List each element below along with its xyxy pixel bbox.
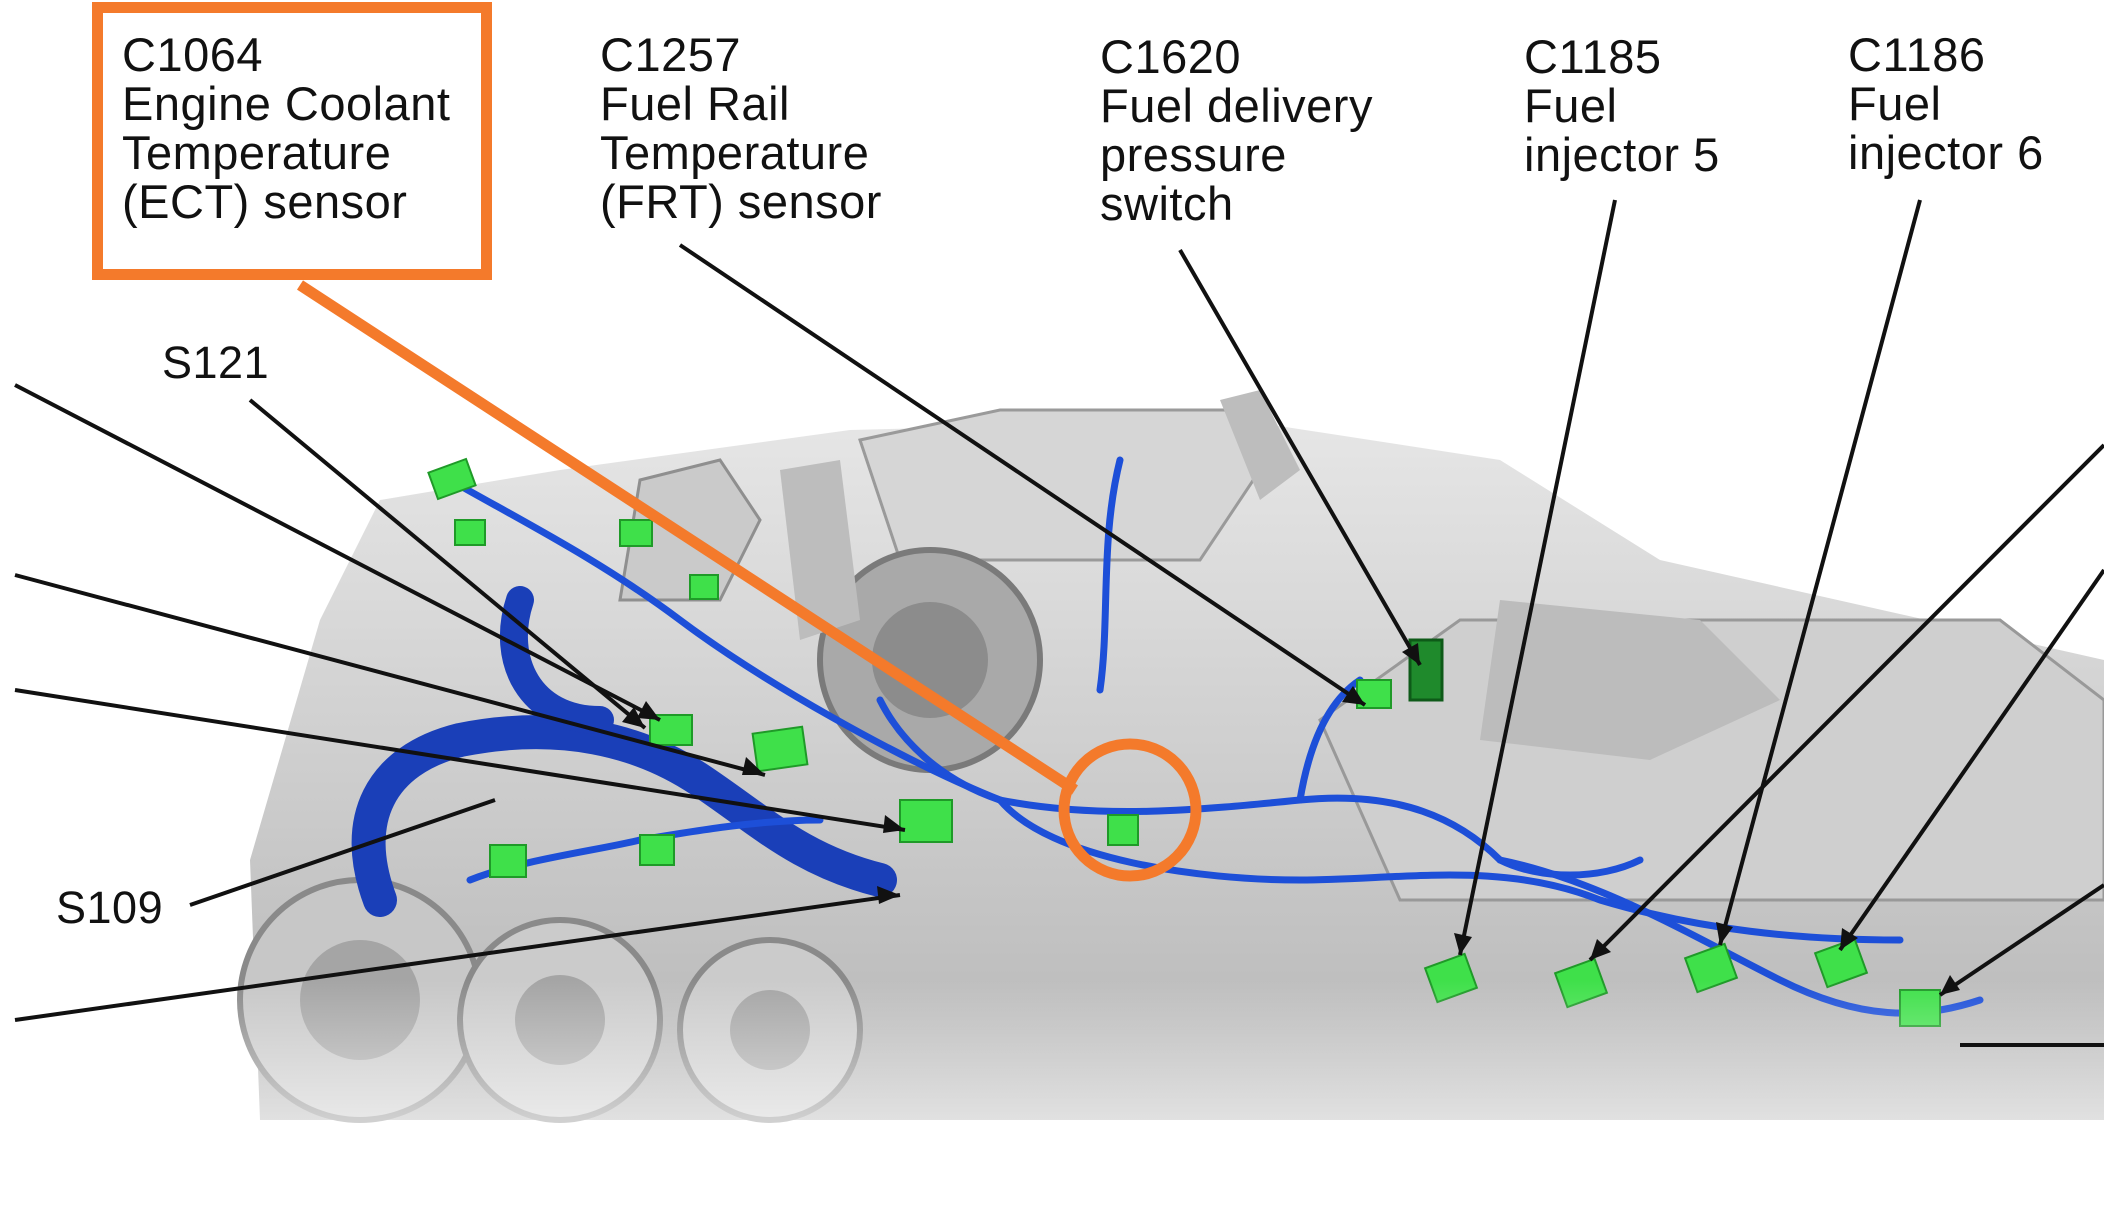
label-s121: S121 xyxy=(162,338,269,387)
c1257-line1: Fuel Rail xyxy=(600,77,790,130)
c1186-code: C1186 xyxy=(1848,28,1986,81)
c1185-line1: Fuel xyxy=(1524,79,1618,132)
c1064-line1: Engine Coolant xyxy=(122,77,451,130)
c1620-line1: Fuel delivery xyxy=(1100,79,1373,132)
c1064-code: C1064 xyxy=(122,28,263,81)
c1186-line2: injector 6 xyxy=(1848,126,2044,179)
c1185-code: C1185 xyxy=(1524,30,1662,83)
c1257-line3: (FRT) sensor xyxy=(600,175,882,228)
c1257-code: C1257 xyxy=(600,28,741,81)
s109-code: S109 xyxy=(56,882,164,933)
c1620-line2: pressure xyxy=(1100,128,1287,181)
c1064-line3: (ECT) sensor xyxy=(122,175,408,228)
label-c1186: C1186 Fuel injector 6 xyxy=(1848,30,2044,177)
leader-lines xyxy=(14,199,2104,1047)
label-c1620: C1620 Fuel delivery pressure switch xyxy=(1100,32,1373,228)
s121-code: S121 xyxy=(162,337,270,388)
label-s109: S109 xyxy=(56,883,163,932)
coolant-hose xyxy=(351,715,897,917)
c1186-line1: Fuel xyxy=(1848,77,1942,130)
c1064-line2: Temperature xyxy=(122,126,392,179)
c1185-line2: injector 5 xyxy=(1524,128,1720,181)
label-c1185: C1185 Fuel injector 5 xyxy=(1524,32,1720,179)
c1620-code: C1620 xyxy=(1100,30,1241,83)
c1257-line2: Temperature xyxy=(600,126,870,179)
label-c1257: C1257 Fuel Rail Temperature (FRT) sensor xyxy=(600,30,882,226)
ect-highlight-callout xyxy=(296,280,1202,882)
ect-highlight-box xyxy=(92,2,492,280)
arrowheads xyxy=(622,643,1960,995)
c1620-line3: switch xyxy=(1100,177,1234,230)
label-c1064: C1064 Engine Coolant Temperature (ECT) s… xyxy=(122,30,450,226)
